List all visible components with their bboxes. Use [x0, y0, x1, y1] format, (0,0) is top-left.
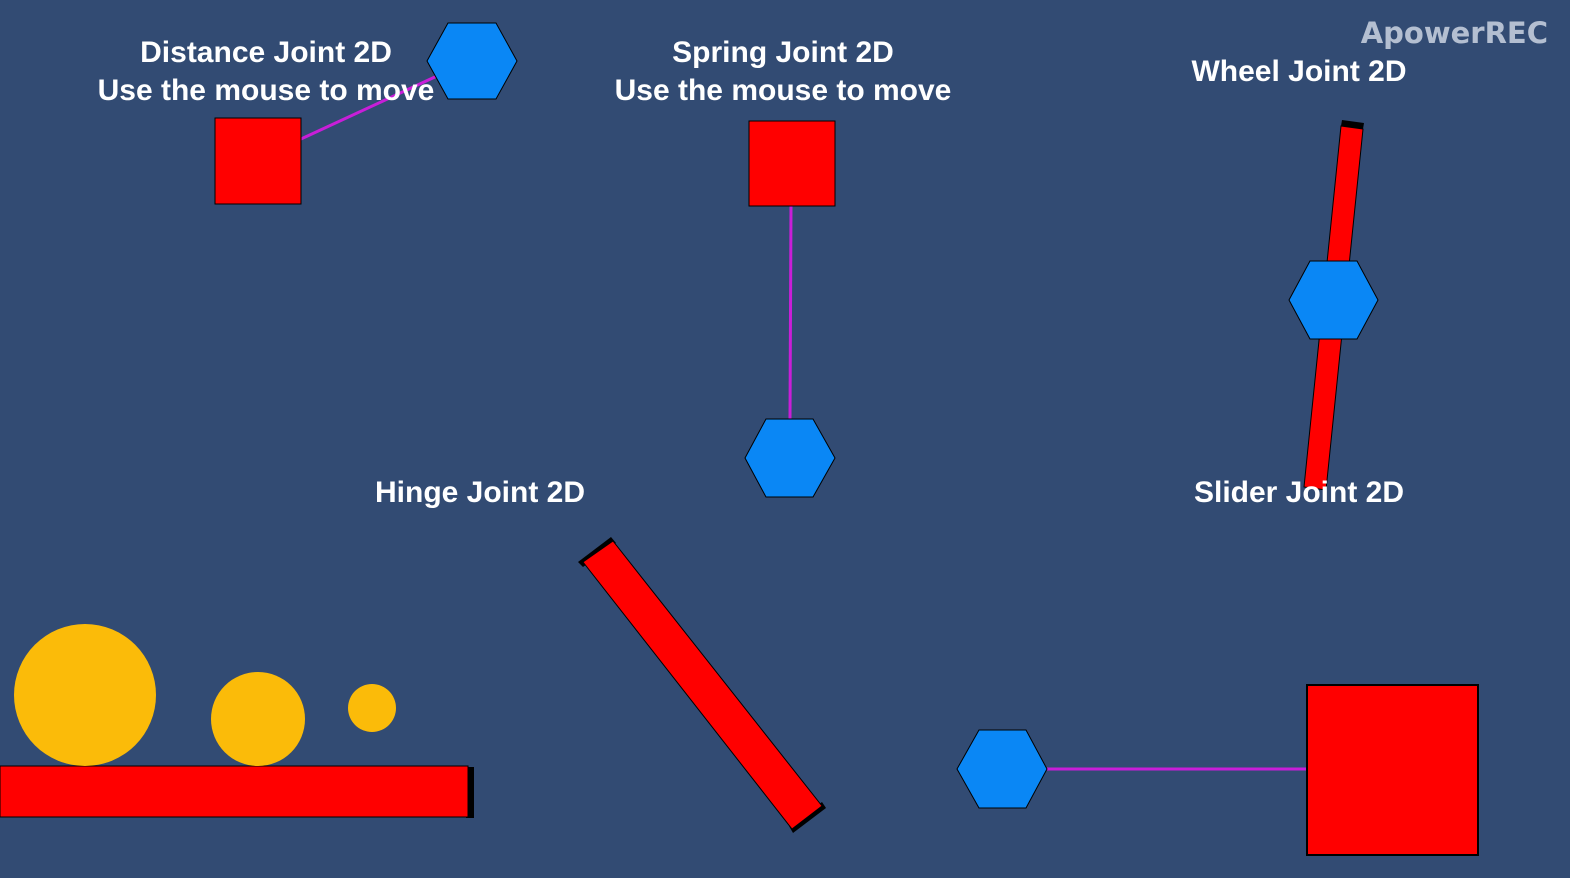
distance-joint-label: Distance Joint 2D Use the mouse to move	[98, 34, 435, 110]
spring-joint-label: Spring Joint 2D Use the mouse to move	[615, 34, 952, 110]
distance-hexagon[interactable]	[426, 22, 518, 100]
slider-hexagon[interactable]	[956, 729, 1048, 809]
recorder-watermark: ApowerREC	[1360, 16, 1548, 50]
wheel-hexagon[interactable]	[1288, 260, 1379, 340]
medium-ball[interactable]	[211, 672, 305, 766]
ground-platform	[0, 765, 469, 818]
distance-anchor-box[interactable]	[214, 117, 302, 205]
balls-demo	[0, 624, 474, 818]
wheel-joint-demo	[1288, 120, 1379, 491]
spring-joint-demo	[744, 120, 836, 498]
slider-joint-title: Slider Joint 2D	[1193, 476, 1405, 509]
slider-joint-label: Slider Joint 2D	[1194, 474, 1404, 512]
spring-joint-instruction: Use the mouse to move	[614, 74, 952, 107]
spring-joint-title: Spring Joint 2D	[672, 36, 894, 69]
hinge-joint-demo	[578, 537, 826, 833]
spring-hexagon[interactable]	[744, 418, 836, 498]
distance-joint-demo	[214, 22, 518, 205]
spring-anchor-box[interactable]	[748, 120, 836, 207]
wheel-joint-label: Wheel Joint 2D	[1191, 53, 1406, 91]
hinge-bar[interactable]	[582, 540, 823, 830]
slider-anchor-box[interactable]	[1306, 684, 1479, 856]
slider-joint-demo	[956, 684, 1479, 856]
ground-platform-shadow	[466, 767, 474, 818]
hinge-joint-label: Hinge Joint 2D	[375, 474, 585, 512]
small-ball[interactable]	[348, 684, 396, 732]
large-ball[interactable]	[14, 624, 156, 766]
distance-joint-instruction: Use the mouse to move	[97, 74, 435, 107]
distance-joint-line	[300, 74, 438, 141]
wheel-joint-title: Wheel Joint 2D	[1191, 55, 1407, 88]
distance-joint-title: Distance Joint 2D	[140, 36, 392, 69]
spring-joint-line	[788, 204, 793, 420]
hinge-joint-title: Hinge Joint 2D	[374, 476, 586, 509]
